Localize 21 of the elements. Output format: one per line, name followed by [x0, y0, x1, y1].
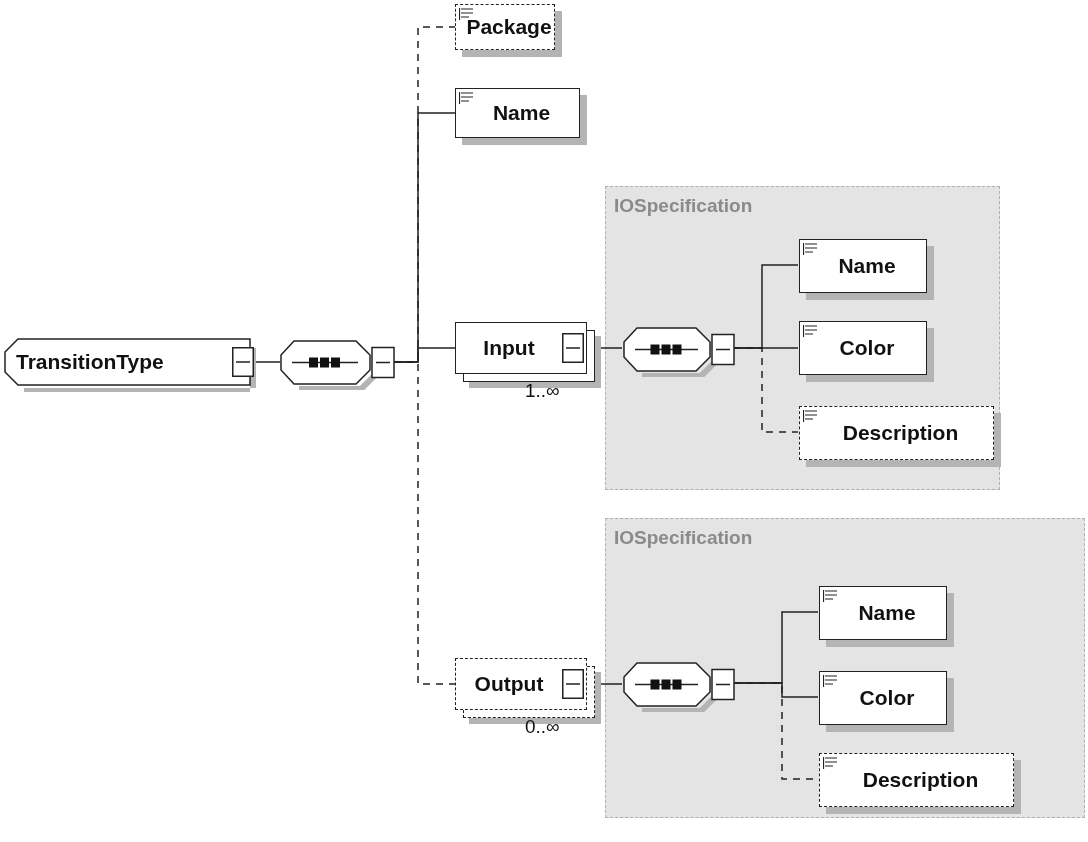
group-panel — [605, 186, 1000, 490]
sequence-compositor — [623, 662, 738, 712]
sequence-compositor — [280, 340, 398, 390]
group-title: IOSpecification — [614, 527, 753, 549]
element-name: Name — [857, 601, 916, 625]
element-name: Name — [491, 101, 551, 125]
element-name: Input — [483, 336, 535, 360]
multiplicity-label: 1..∞ — [525, 380, 560, 402]
type-name: TransitionType — [16, 350, 164, 374]
element-name: Description — [841, 421, 959, 445]
element-name: Package — [465, 15, 552, 39]
group-panel — [605, 518, 1085, 818]
sequence-compositor — [623, 327, 738, 377]
element-name: Name — [837, 254, 896, 278]
group-title: IOSpecification — [614, 195, 753, 217]
element-name: Color — [858, 686, 915, 710]
element-name: Color — [838, 336, 895, 360]
multiplicity-label: 0..∞ — [525, 716, 560, 738]
complex-type-box — [4, 338, 256, 392]
element-name: Output — [474, 672, 544, 696]
element-name: Description — [861, 768, 979, 792]
